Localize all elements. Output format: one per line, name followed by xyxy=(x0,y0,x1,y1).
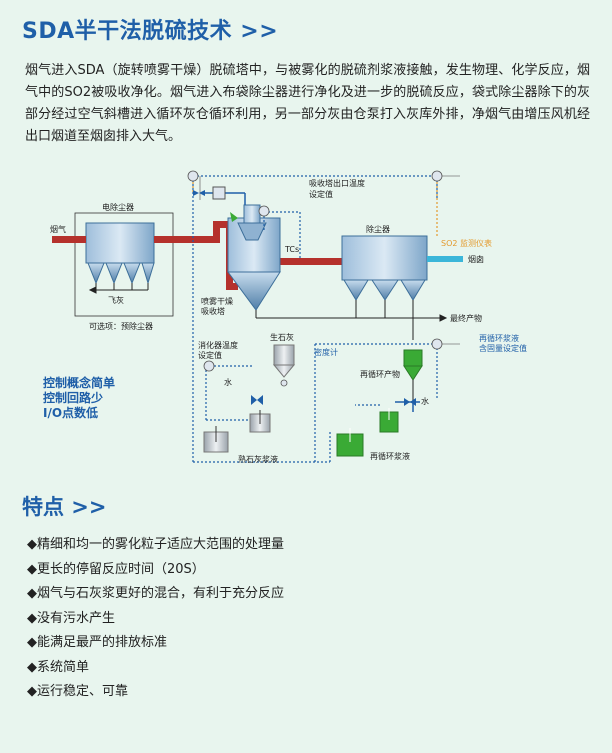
label-spray-dryer: 喷雾干燥 xyxy=(201,297,233,306)
features-title: 特点 >> xyxy=(22,495,107,519)
feature-item: ◆精细和均一的雾化粒子适应大范围的处理量 xyxy=(27,537,284,552)
control-loops xyxy=(192,175,438,463)
valves xyxy=(193,190,416,406)
label-recirc-slurry-solid: 再循环浆液 xyxy=(479,334,519,343)
intro-paragraph: 烟气进入SDA（旋转喷雾干燥）脱硫塔中，与被雾化的脱硫剂浆液接触，发生物理、化学… xyxy=(25,63,590,144)
label-water: 水 xyxy=(224,378,232,387)
feature-item: ◆系统简单 xyxy=(27,659,89,675)
quicklime-silo xyxy=(272,344,296,378)
electrostatic-precipitator xyxy=(85,222,155,285)
control-summary: 控制概念简单 控制回路少 I/O点数低 xyxy=(43,376,115,421)
label-slaker-setpoint: 设定值 xyxy=(198,351,222,360)
features-list: ◆精细和均一的雾化粒子适应大范围的处理量 ◆更长的停留反应时间（20S） ◆烟气… xyxy=(27,533,284,705)
label-optional: 可选项：预除尘器 xyxy=(89,322,153,331)
label-absorber: 吸收塔 xyxy=(201,307,225,316)
label-dust-collector: 除尘器 xyxy=(366,225,390,234)
label-so2-monitor: SO2 监测仪表 xyxy=(441,239,493,248)
clean-gas-line xyxy=(427,256,463,262)
recirc-slurry-tanks xyxy=(336,408,399,457)
dust-collector xyxy=(341,235,428,301)
label-density-meter: 密度计 xyxy=(314,348,338,357)
label-recirc-slurry-setpoint: 含固量设定值 xyxy=(479,344,527,353)
feature-item: ◆能满足最严的排放标准 xyxy=(27,635,167,650)
feature-item: ◆运行稳定、可靠 xyxy=(27,684,128,699)
pump-box xyxy=(212,186,226,200)
label-quicklime: 生石灰 xyxy=(270,333,294,342)
feature-item: ◆没有污水产生 xyxy=(27,610,115,626)
label-flue-gas: 烟气 xyxy=(50,225,66,234)
green-flow-arrow xyxy=(230,212,238,222)
control-item: I/O点数低 xyxy=(43,406,99,420)
label-recirc-product: 再循环产物 xyxy=(360,370,400,379)
control-item: 控制概念简单 xyxy=(43,376,116,390)
feature-item: ◆更长的停留反应时间（20S） xyxy=(27,561,205,577)
slaker-tanks xyxy=(203,410,271,453)
label-fly-ash: 飞灰 xyxy=(108,296,124,305)
final-product-line xyxy=(255,300,448,340)
optional-precollector-box xyxy=(74,212,174,317)
control-item: 控制回路少 xyxy=(43,391,104,405)
label-chimney: 烟囱 xyxy=(468,255,484,264)
fly-ash-arrow xyxy=(88,283,149,294)
page-title: SDA半干法脱硫技术 >> xyxy=(22,19,279,44)
label-tcs: TCs xyxy=(285,245,300,254)
feature-item: ◆烟气与石灰浆更好的混合，有利于充分反应 xyxy=(27,586,284,601)
recirc-product-silo xyxy=(403,349,423,400)
label-electro-precip: 电除尘器 xyxy=(102,203,134,212)
controller-circles xyxy=(187,170,443,387)
spray-dryer-absorber xyxy=(227,204,281,311)
label-water-2: 水 xyxy=(421,397,429,406)
label-absorber-outlet-temp: 吸收塔出口温度 xyxy=(309,179,365,188)
label-final-product: 最终产物 xyxy=(450,314,482,323)
label-recirc-slurry: 再循环浆液 xyxy=(370,452,410,461)
label-setpoint: 设定值 xyxy=(309,190,333,199)
label-slaker-temp: 消化器温度 xyxy=(198,341,238,350)
label-lime-slurry: 熟石灰浆液 xyxy=(238,455,278,464)
